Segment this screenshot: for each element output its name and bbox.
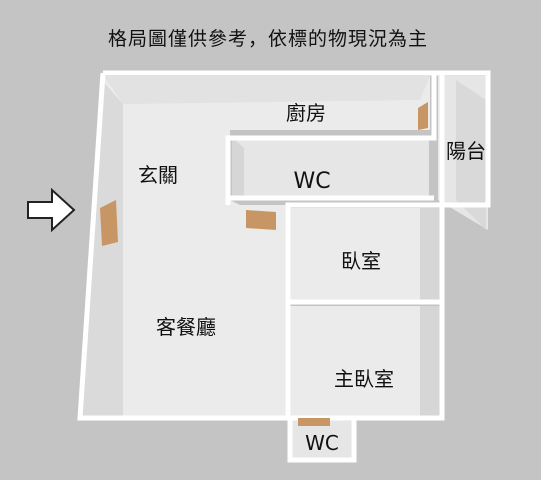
bedroom-floor	[290, 208, 436, 300]
balcony-inner-wall	[456, 80, 486, 230]
walls	[77, 70, 491, 463]
label-wc-upper: WC	[293, 169, 330, 194]
label-balcony: 陽台	[446, 139, 486, 163]
label-living-dining: 客餐廳	[156, 315, 216, 339]
master-side-wall	[420, 306, 440, 418]
wall-left	[77, 72, 288, 421]
label-master-bedroom: 主臥室	[334, 367, 394, 391]
wall-balcony	[285, 70, 491, 418]
wall-wc-lower	[287, 418, 357, 463]
room-labels: 廚房 陽台 玄關 WC 臥室 客餐廳 主臥室 WC	[138, 101, 486, 455]
arrow-right-icon	[27, 187, 76, 233]
label-bedroom: 臥室	[341, 249, 381, 273]
label-wc-lower: WC	[305, 431, 339, 455]
kitchen-door	[418, 102, 428, 130]
master-bedroom-floor	[290, 306, 436, 418]
wc-lower-floor	[292, 420, 352, 458]
entrance-door	[100, 200, 118, 246]
left-inner-wall	[80, 78, 123, 418]
wc-inner-wall	[232, 137, 244, 198]
plan-title: 格局圖僅供參考，依標的物現況為主	[108, 28, 429, 50]
wc-door	[246, 210, 276, 230]
top-inner-wall	[104, 76, 430, 104]
main-floor	[104, 76, 430, 418]
label-entrance: 玄關	[138, 163, 178, 187]
doors	[100, 102, 428, 426]
bedroom-side-wall	[420, 208, 440, 300]
floor-areas	[80, 76, 488, 458]
wc-upper-floor	[232, 137, 429, 198]
wall-bedrooms	[288, 299, 445, 421]
wall-top	[103, 70, 437, 205]
wc-lower-door	[298, 418, 330, 426]
label-kitchen: 廚房	[286, 101, 326, 125]
